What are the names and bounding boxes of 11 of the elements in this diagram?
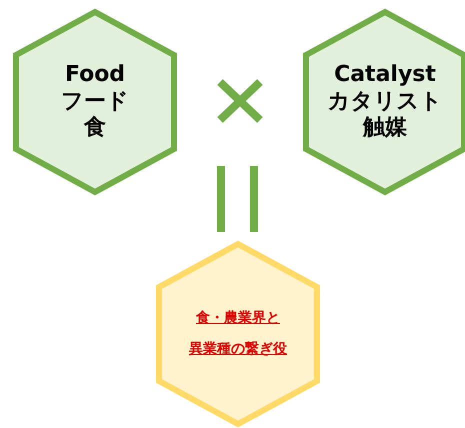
hexagon-label: 触媒 xyxy=(363,115,407,142)
hexagon-label: 異業種の繋ぎ役 xyxy=(189,341,287,358)
hexagon-box xyxy=(155,240,321,428)
hexagon-label: Catalyst xyxy=(334,62,436,89)
hexagon-label: 食・農業界と xyxy=(196,310,280,327)
hexagon-label: カタリスト xyxy=(328,88,442,116)
hexagon-box xyxy=(12,8,178,196)
hexagon-label: Food xyxy=(64,62,126,89)
hexagon-label: フード xyxy=(61,88,129,116)
hexagon-label: 食 xyxy=(84,115,106,142)
hexagon-box xyxy=(302,8,465,196)
